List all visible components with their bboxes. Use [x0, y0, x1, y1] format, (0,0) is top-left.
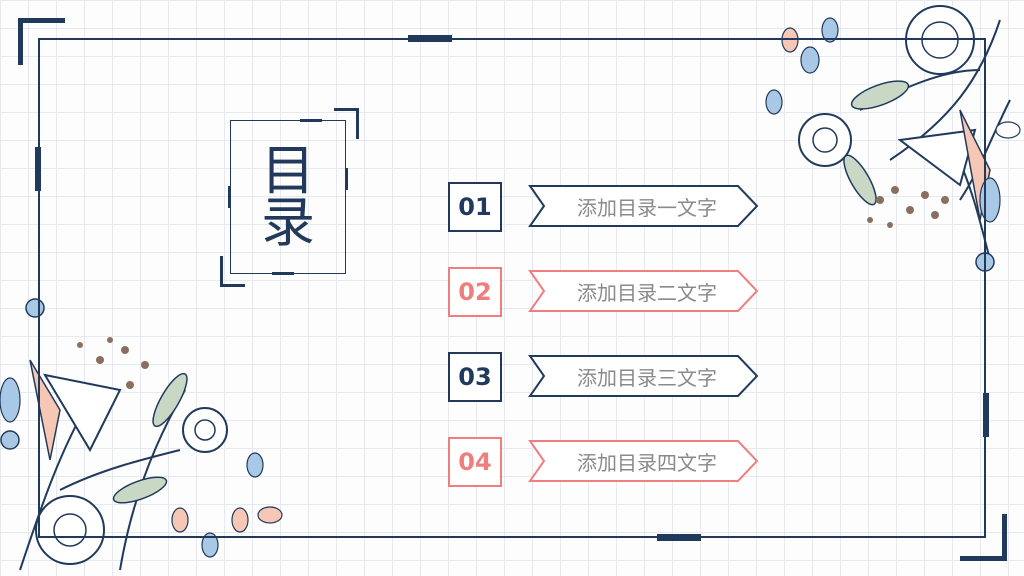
title-tick-left [228, 186, 231, 208]
toc-tag-1: 添加目录一文字 [528, 184, 760, 228]
frame-tick-top [408, 35, 452, 42]
frame-tick-bottom [657, 534, 701, 541]
toc-item-4[interactable]: 04 添加目录四文字 [448, 437, 768, 487]
title-tick-right [345, 168, 348, 190]
toc-number-4: 04 [448, 437, 502, 487]
toc-number-3: 03 [448, 352, 502, 402]
title-char-top: 目 [261, 139, 315, 202]
toc-label-1: 添加目录一文字 [577, 195, 717, 220]
toc-number-2: 02 [448, 267, 502, 317]
toc-tag-3: 添加目录三文字 [528, 354, 760, 398]
toc-label-4: 添加目录四文字 [577, 450, 717, 475]
toc-tag-2: 添加目录二文字 [528, 269, 760, 313]
toc-item-2[interactable]: 02 添加目录二文字 [448, 267, 768, 317]
title-box: 目 录 [230, 120, 346, 274]
title-tick-top [300, 119, 322, 122]
corner-bracket-bottom-right [960, 514, 1007, 561]
title-char-bottom: 录 [261, 191, 315, 254]
toc-label-2: 添加目录二文字 [577, 280, 717, 305]
tag-shape-icon [528, 355, 759, 397]
tag-shape-icon [528, 185, 759, 227]
title-tick-bottom [272, 272, 294, 275]
corner-bracket-top-left [18, 18, 65, 65]
toc-item-1[interactable]: 01 添加目录一文字 [448, 182, 768, 232]
frame-tick-right [983, 393, 989, 437]
toc-tag-4: 添加目录四文字 [528, 439, 760, 483]
frame-tick-left [35, 147, 41, 191]
tag-shape-icon [528, 440, 759, 482]
title-bracket-top-right [334, 108, 359, 139]
toc-item-3[interactable]: 03 添加目录三文字 [448, 352, 768, 402]
toc-label-3: 添加目录三文字 [577, 365, 717, 390]
title-bracket-bottom-left [220, 256, 245, 287]
tag-shape-icon [528, 270, 759, 312]
content-frame [38, 38, 986, 538]
floral-decoration-bottom-left [0, 298, 283, 571]
toc-number-1: 01 [448, 182, 502, 232]
